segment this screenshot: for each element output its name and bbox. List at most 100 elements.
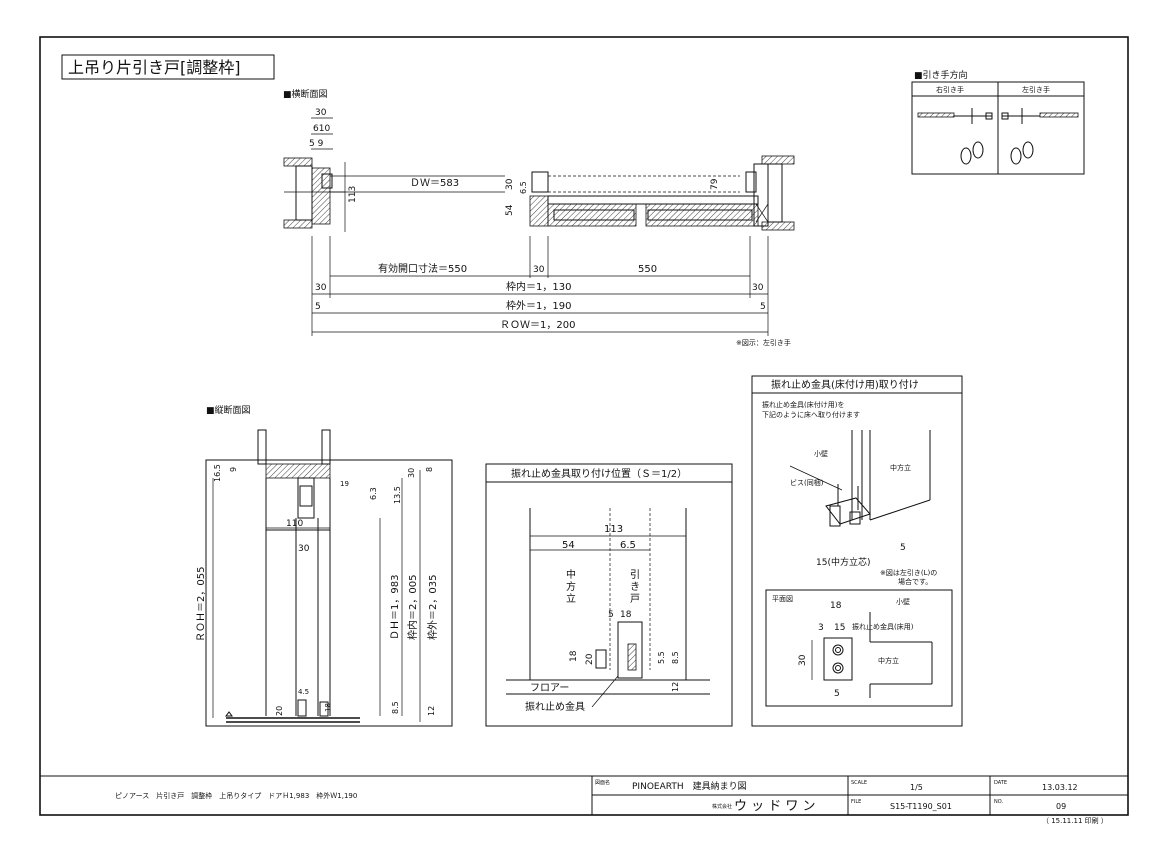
vert-dim-19: 19: [340, 480, 349, 488]
stopper-install-instruction-2: 下記のように床へ取り付けます: [762, 410, 860, 419]
title-block-description: ピノアース 片引き戸 調整枠 上吊りタイプ ドアＨ1,983 枠外Ｗ1,190: [115, 791, 357, 800]
plan-row: ＲＯＷ＝1，200: [500, 320, 575, 331]
file-value: S15-T1190_S01: [890, 802, 952, 811]
plan-dim-5-left: 5: [315, 302, 321, 312]
plan-view-title: 平面図: [772, 595, 793, 603]
plan-dim-30: 30: [315, 108, 327, 118]
plan-dim-30c: 30: [533, 265, 545, 275]
plan-dim-30b: 30: [505, 178, 515, 190]
plan-dw: ＤＷ＝583: [410, 178, 459, 189]
date-value: 13.03.12: [1042, 783, 1078, 792]
stopper-dim-18: 18: [620, 610, 632, 620]
plan-view-dim-30: 30: [798, 654, 808, 666]
print-note: （ 15.11.11 印刷 ）: [1042, 817, 1108, 825]
stopper-dim-5-5: 5.5: [657, 651, 666, 664]
title-frame: [61, 54, 275, 80]
drawing-name-label: 図面名: [595, 779, 610, 786]
plan-note: ※図示：左引き手: [736, 338, 791, 347]
handle-right-label: 右引き手: [936, 85, 964, 94]
vert-frame-outer: 枠外＝2，035: [426, 575, 439, 640]
file-label: FILE: [851, 799, 861, 805]
stopper-dim-113: 113: [604, 524, 623, 535]
plan-dim-30-right: 30: [752, 283, 764, 293]
plan-view-dim-5: 5: [834, 689, 840, 699]
drawing-name: PINOEARTH 建具納まり図: [632, 780, 747, 792]
plan-view-dim-3: 3: [818, 623, 824, 633]
vert-dim-12: 12: [427, 706, 436, 716]
vert-dim-8-5: 8.5: [391, 701, 400, 714]
vert-dim-30: 30: [298, 544, 310, 554]
stopper-hardware-label: 振れ止め金具: [525, 700, 585, 713]
scale-label: SCALE: [851, 780, 867, 786]
stopper-mullion-label: 中方立: [566, 568, 576, 605]
stopper-install-note-1: ※図は左引き(L)の: [880, 568, 937, 577]
stopper-install-instruction-1: 振れ止め金具(床付け用)を: [762, 400, 844, 409]
title-block: ピノアース 片引き戸 調整枠 上吊りタイプ ドアＨ1,983 枠外Ｗ1,190 …: [40, 775, 1128, 825]
vert-dim-20: 20: [275, 706, 284, 716]
stopper-install: 振れ止め金具(床付け用)取り付け 振れ止め金具(床付け用)を 下記のように床へ取…: [751, 375, 963, 727]
vert-dim-8: 8: [425, 467, 434, 472]
page-title: 上吊り片引き戸[調整枠]: [68, 58, 241, 77]
handle-left-label: 左引き手: [1022, 85, 1050, 94]
stopper-install-title: 振れ止め金具(床付け用)取り付け: [771, 378, 919, 391]
stopper-door-label: 引き戸: [630, 569, 640, 605]
handle-direction-title: ■引き手方向: [914, 69, 968, 81]
plan-dim-6-10: 610: [313, 124, 330, 134]
vert-dim-6-3: 6.3: [369, 487, 378, 500]
plan-effective-opening: 有効開口寸法＝550: [378, 262, 467, 275]
stopper-install-center: 15(中方立芯): [816, 556, 870, 568]
plan-view-hardware: 振れ止め金具(床用): [852, 622, 914, 631]
plan-frame-inner: 枠内＝1，130: [506, 280, 571, 293]
stopper-dim-18b: 18: [569, 650, 579, 662]
vert-dim-110: 110: [286, 519, 303, 529]
plan-view-wall: 小壁: [896, 597, 910, 606]
handle-direction: ■引き手方向 右引き手 左引き手: [911, 69, 1085, 175]
plan-section: ■横断面図 30 610 5 9 113 ＤＷ＝583 30 6.5 54 79: [283, 88, 795, 347]
vert-dh: ＤＨ＝1，983: [390, 575, 401, 640]
scale-value: 1/5: [910, 783, 923, 792]
plan-dim-6-5: 6.5: [519, 181, 528, 194]
no-label: NO.: [994, 799, 1003, 805]
vertical-section-title: ■縦断面図: [206, 404, 251, 416]
vert-dim-18: 18: [324, 703, 332, 712]
vertical-section: ■縦断面図 16.5 9 19 30 8 6.3 13.5 110 30 ＲＯＨ…: [196, 404, 453, 727]
sheet-border: [39, 36, 1129, 816]
stopper-dim-8-5: 8.5: [671, 651, 680, 664]
plan-dim-5-right: 5: [760, 302, 766, 312]
plan-dim-79: 79: [710, 178, 720, 190]
plan-dim-550: 550: [638, 264, 657, 275]
stopper-position-title: 振れ止め金具取り付け位置（Ｓ＝1/2）: [511, 467, 687, 480]
plan-section-title: ■横断面図: [283, 88, 328, 100]
vert-dim-30-top: 30: [407, 468, 416, 478]
no-value: 09: [1056, 802, 1066, 811]
plan-dim-54: 54: [505, 204, 515, 216]
stopper-dim-54: 54: [562, 540, 575, 551]
vert-dim-13-5: 13.5: [393, 486, 402, 504]
plan-frame-outer: 枠外＝1，190: [506, 299, 571, 312]
stopper-dim-12: 12: [671, 682, 680, 692]
plan-dim-113: 113: [348, 186, 358, 203]
date-label: DATE: [994, 780, 1007, 786]
vert-frame-inner: 枠内＝2，005: [406, 575, 419, 640]
stopper-dim-20: 20: [585, 653, 595, 665]
stopper-dim-6-5: 6.5: [620, 540, 636, 551]
stopper-position: 振れ止め金具取り付け位置（Ｓ＝1/2） 113 54 6.5 中方立 引き戸 5…: [485, 463, 733, 727]
company-label: 株式会社: [712, 803, 732, 810]
stopper-dim-5: 5: [608, 610, 614, 620]
plan-view-dim-15: 15: [834, 623, 845, 633]
stopper-install-dim-5: 5: [900, 543, 906, 553]
stopper-install-wall: 小壁: [814, 449, 828, 458]
stopper-install-mullion: 中方立: [890, 463, 911, 472]
plan-dim-30-left: 30: [315, 283, 327, 293]
vert-dim-4-5: 4.5: [298, 688, 309, 696]
company-name: ウ ッ ド ワ ン: [734, 799, 816, 814]
vert-dim-9: 9: [229, 467, 238, 472]
stopper-install-screw: ビス(同梱): [790, 478, 824, 487]
vert-dim-16-5: 16.5: [213, 464, 222, 482]
stopper-install-note-2: 場合です。: [898, 577, 932, 586]
vert-roh: ＲＯＨ＝2，055: [196, 567, 207, 642]
plan-dim-5-9: 5 9: [309, 139, 324, 149]
plan-view-dim-18: 18: [830, 601, 842, 611]
plan-view-mullion: 中方立: [878, 656, 899, 665]
